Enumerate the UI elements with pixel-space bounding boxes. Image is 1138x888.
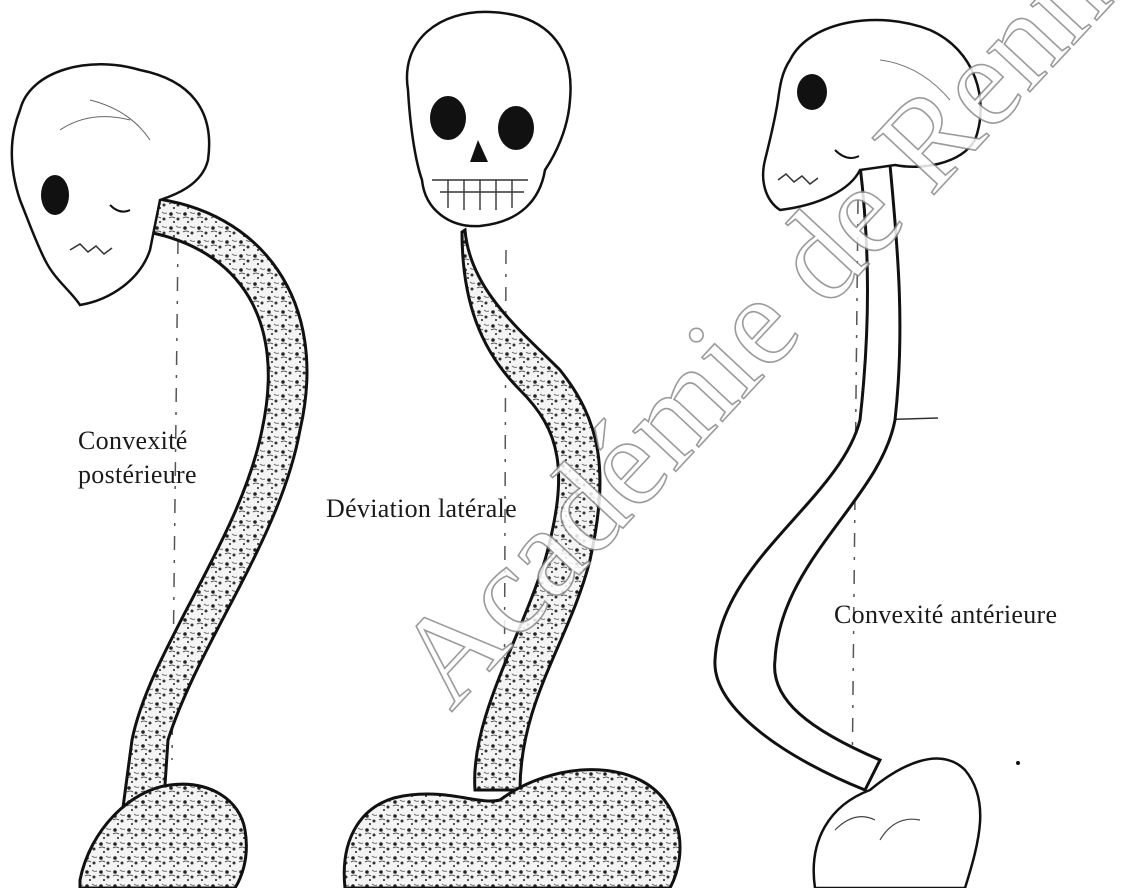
- label-line-1: Convexité: [78, 424, 197, 458]
- skull-profile-left: [12, 64, 209, 305]
- label-convexite-anterieure: Convexité antérieure: [834, 598, 1057, 632]
- spine-kyphosis: [120, 198, 307, 830]
- label-convexite-posterieure: Convexité postérieure: [78, 424, 197, 492]
- label-line-2: postérieure: [78, 458, 197, 492]
- figure-lordosis: [715, 20, 1020, 888]
- eye-socket: [41, 175, 69, 215]
- pelvis-1: [80, 784, 246, 888]
- eye-socket: [797, 74, 827, 110]
- label-deviation-laterale: Déviation latérale: [326, 492, 517, 526]
- eye-socket-left: [430, 96, 466, 140]
- skull-frontal: [407, 12, 571, 226]
- eye-socket-right: [498, 106, 534, 150]
- figure-scoliosis: [344, 12, 680, 888]
- spine-lordosis: [715, 165, 900, 790]
